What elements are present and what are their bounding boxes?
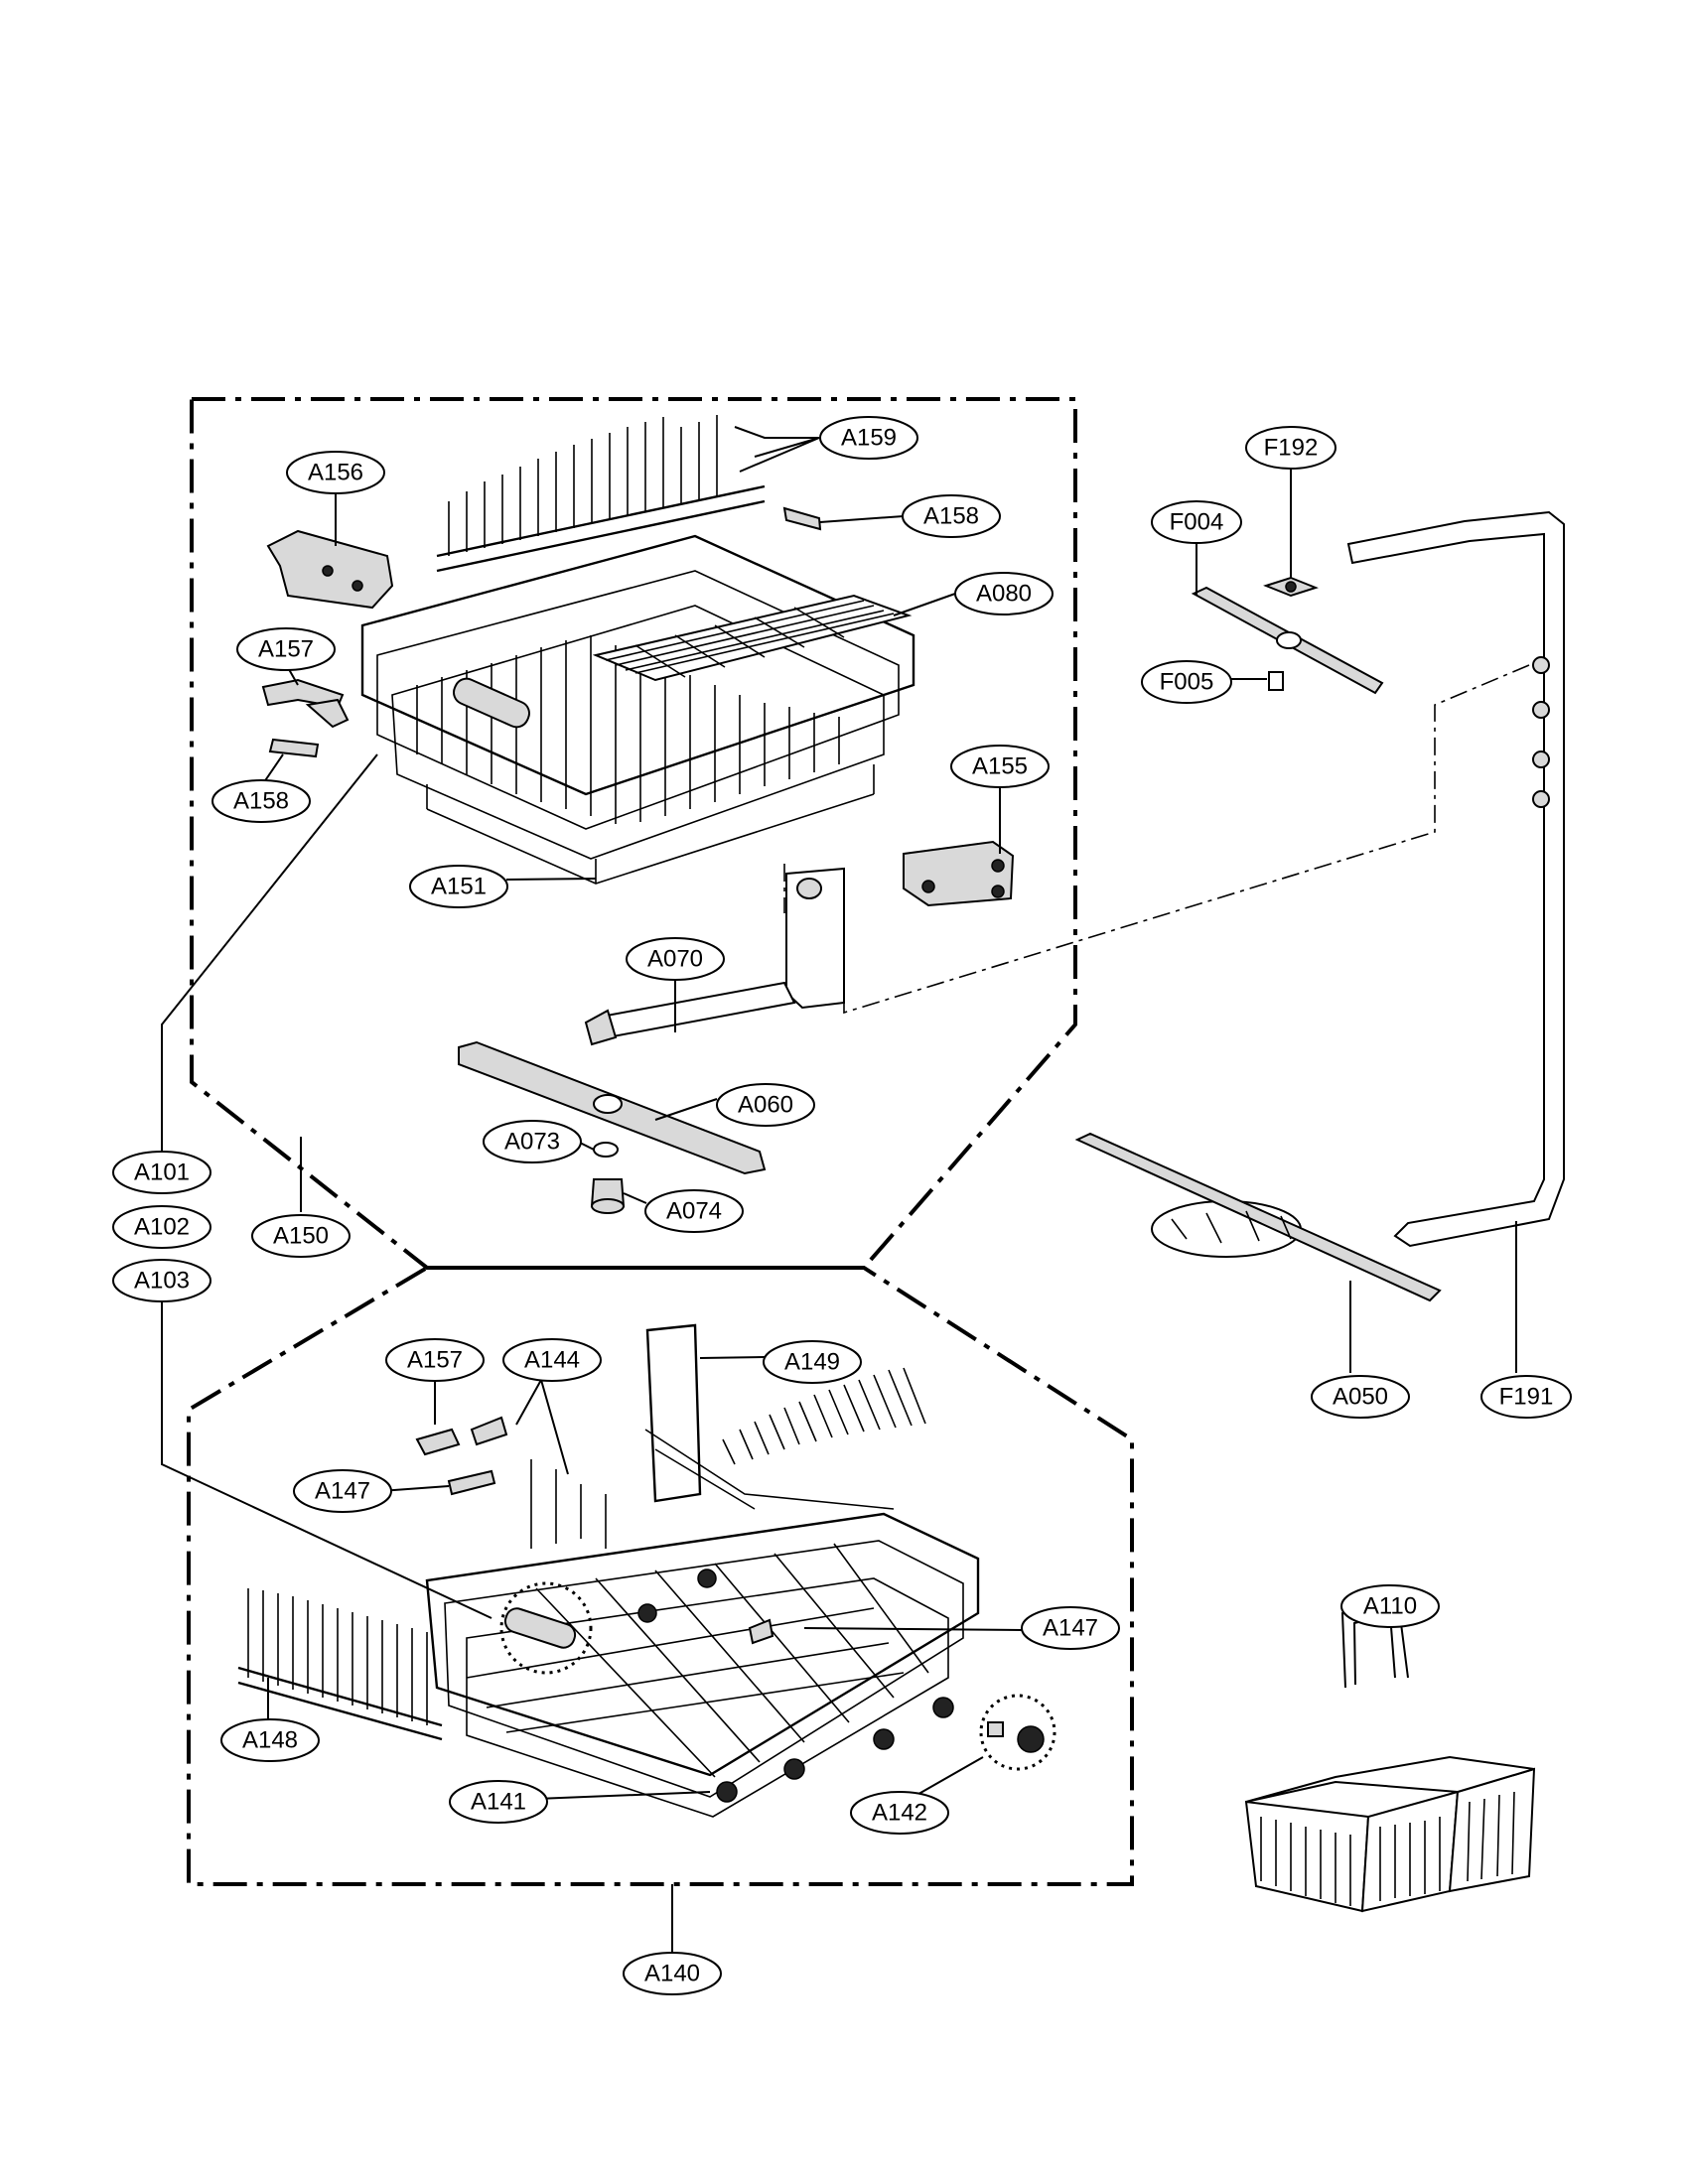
label-text-F004: F004 [1170,509,1224,536]
label-A073: A073 [483,1120,582,1163]
label-A070: A070 [626,937,725,981]
label-A155: A155 [950,745,1050,788]
label-text-A101: A101 [134,1160,190,1186]
label-A144: A144 [502,1338,602,1382]
label-A140: A140 [623,1952,722,1995]
label-A158-top: A158 [902,494,1001,538]
label-A102: A102 [112,1205,211,1249]
label-A074: A074 [644,1189,744,1233]
label-text-A147-left: A147 [315,1478,370,1505]
label-A157-bottom: A157 [385,1338,485,1382]
label-text-A158-top: A158 [923,503,979,530]
label-A158-left: A158 [211,779,311,823]
nut-a074-drawing [590,1178,626,1214]
label-text-A148: A148 [242,1727,298,1754]
spray-conduit-a070-drawing [584,867,845,1046]
label-A103: A103 [112,1259,211,1302]
label-A147-right: A147 [1021,1606,1120,1650]
label-A050: A050 [1311,1375,1410,1419]
upper-tine-row-drawing [436,415,766,573]
label-text-A142: A142 [872,1800,927,1827]
supply-pipe-f191-drawing [1346,510,1565,1248]
pipe-routing-line [843,664,1530,1015]
clip-a158-left-drawing [268,738,320,758]
upper-rack-drawing [360,534,915,885]
label-text-A141: A141 [471,1789,526,1816]
label-text-A150: A150 [273,1223,329,1250]
clip-a157-bottom-drawing [415,1416,508,1456]
label-F005: F005 [1141,660,1232,704]
label-A148: A148 [220,1718,320,1762]
tine-rack-a148-drawing [237,1588,443,1741]
label-A157-top: A157 [236,627,336,671]
label-text-A080: A080 [976,581,1032,608]
label-text-A151: A151 [431,874,487,900]
label-A142: A142 [850,1791,949,1835]
label-text-A102: A102 [134,1214,190,1241]
label-text-A070: A070 [647,946,703,973]
clip-a147-right-drawing [748,1618,774,1645]
label-text-F192: F192 [1264,435,1319,462]
label-A159: A159 [819,416,918,460]
label-text-A155: A155 [972,753,1028,780]
label-A150: A150 [251,1214,351,1258]
label-text-A073: A073 [504,1129,560,1156]
label-A060: A060 [716,1083,815,1127]
label-text-A074: A074 [666,1198,722,1225]
label-text-A060: A060 [738,1092,793,1119]
label-F192: F192 [1245,426,1336,470]
label-text-A147-right: A147 [1043,1615,1098,1642]
nut-f192-drawing [1263,576,1319,598]
label-F004: F004 [1151,500,1242,544]
wheel-a142-drawing [979,1694,1056,1771]
clip-a147-left-drawing [447,1469,496,1496]
label-A147-left: A147 [293,1469,392,1513]
label-A101: A101 [112,1151,211,1194]
hinge-a155-drawing [903,840,1015,907]
upper-rack-handle [453,677,530,729]
label-A080: A080 [954,572,1054,615]
label-text-A157-top: A157 [258,636,314,663]
label-text-A158-left: A158 [233,788,289,815]
label-text-A149: A149 [784,1349,840,1376]
label-text-A110: A110 [1363,1593,1417,1620]
spray-arm-a050-drawing [1074,1132,1442,1302]
label-text-A144: A144 [524,1347,580,1374]
label-text-A156: A156 [308,460,363,486]
clip-a157-top-drawing [261,678,350,729]
label-A151: A151 [409,865,508,908]
lower-rack-assembly-boundary [187,1266,1134,1886]
label-A110: A110 [1340,1584,1440,1628]
label-A149: A149 [763,1340,862,1384]
spray-arm-f004-drawing [1191,586,1384,695]
screw-f005-drawing [1268,671,1284,691]
label-text-F191: F191 [1499,1384,1554,1411]
label-A156: A156 [286,451,385,494]
fold-tines-a149-drawing [644,1323,926,1510]
cutlery-tray-drawing [592,594,913,682]
ring-a073-drawing [593,1142,619,1158]
hinge-a156-drawing [266,529,394,610]
label-text-A050: A050 [1333,1384,1388,1411]
lower-rack-handle [503,1607,577,1649]
cutlery-basket-a110-drawing [1244,1598,1536,1913]
label-A141: A141 [449,1780,548,1824]
spray-arm-a060-drawing [458,1040,767,1175]
label-text-A103: A103 [134,1268,190,1295]
label-text-F005: F005 [1160,669,1214,696]
tines-a144-drawing [530,1459,607,1549]
label-text-A157-bottom: A157 [407,1347,463,1374]
label-text-A159: A159 [841,425,897,452]
clip-a158-top-drawing [782,506,822,531]
lower-rack-drawing [425,1512,980,1818]
label-text-A140: A140 [644,1961,700,1987]
label-F191: F191 [1480,1375,1572,1419]
